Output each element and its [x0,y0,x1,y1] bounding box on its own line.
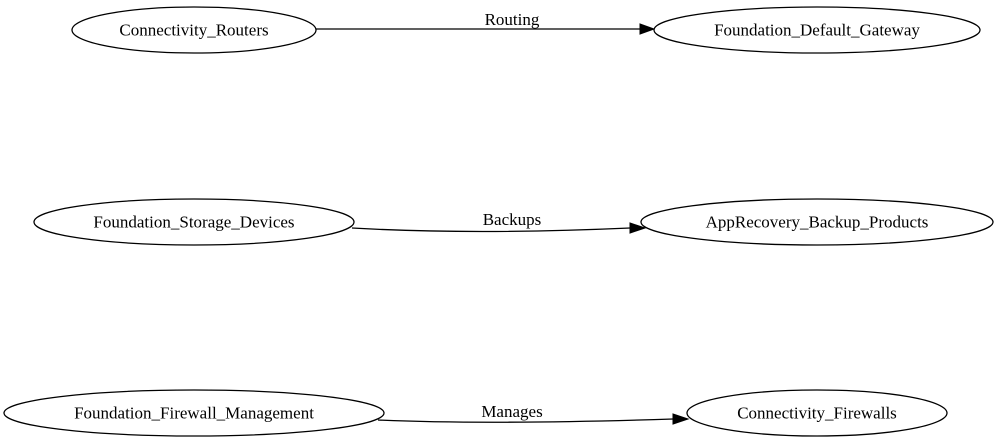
node-apprecovery-backup-products-shape [640,198,994,246]
node-connectivity-firewalls: Connectivity_Firewalls [686,389,948,437]
node-connectivity-firewalls-label: Connectivity_Firewalls [737,404,897,423]
edge-manages-label: Manages [481,402,542,421]
edge-backups: Backups [351,210,647,234]
edge-manages-line [377,418,674,423]
node-connectivity-firewalls-shape [686,389,948,437]
node-foundation-storage-devices-label: Foundation_Storage_Devices [93,213,294,232]
edge-backups-label: Backups [483,210,542,229]
node-foundation-firewall-management-label: Foundation_Firewall_Management [74,404,314,423]
node-foundation-default-gateway: Foundation_Default_Gateway [653,6,981,54]
edge-routing: Routing [316,10,656,35]
edge-manages: Manages [377,402,690,425]
node-foundation-default-gateway-label: Foundation_Default_Gateway [714,21,920,40]
node-foundation-firewall-management-shape [3,389,385,437]
node-foundation-default-gateway-shape [653,6,981,54]
node-foundation-storage-devices-shape [33,198,355,246]
edge-backups-line [351,227,631,233]
node-connectivity-routers-shape [71,6,317,54]
node-foundation-storage-devices: Foundation_Storage_Devices [33,198,355,246]
node-apprecovery-backup-products-label: AppRecovery_Backup_Products [706,213,929,232]
node-connectivity-routers-label: Connectivity_Routers [119,21,268,40]
edge-backups-arrowhead [629,222,647,234]
edge-routing-label: Routing [485,10,540,29]
node-connectivity-routers: Connectivity_Routers [71,6,317,54]
edge-manages-arrowhead [672,413,690,425]
node-foundation-firewall-management: Foundation_Firewall_Management [3,389,385,437]
node-apprecovery-backup-products: AppRecovery_Backup_Products [640,198,994,246]
edge-routing-arrowhead [639,23,656,35]
